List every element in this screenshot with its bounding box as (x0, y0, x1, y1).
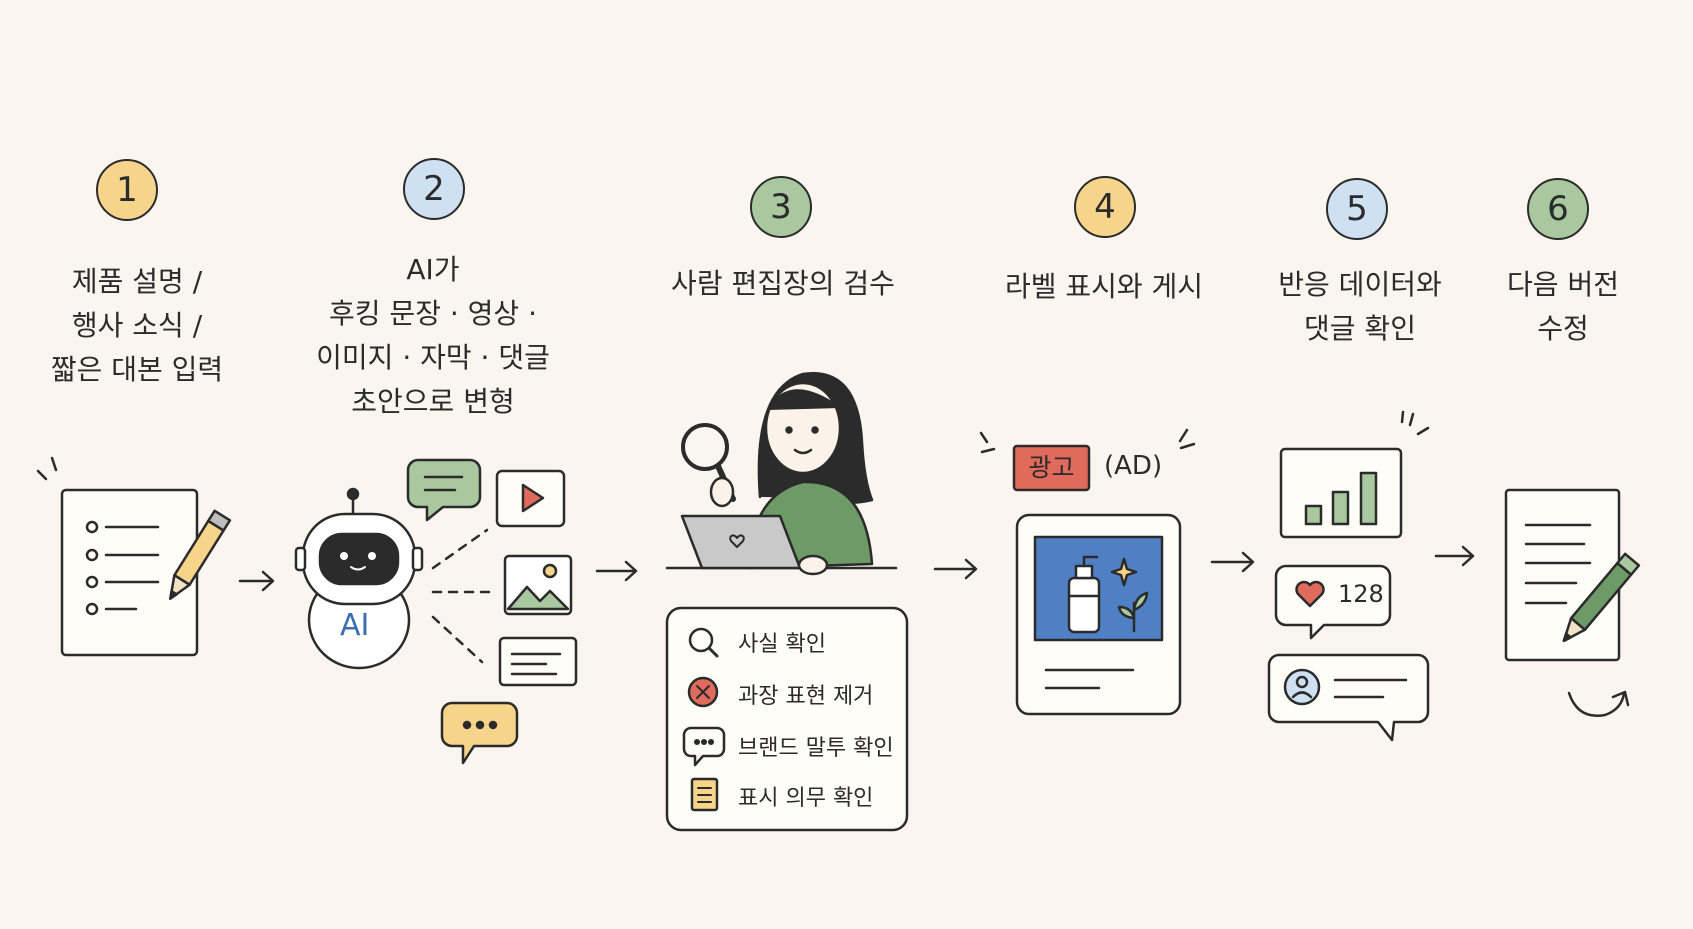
magnifier-icon (681, 423, 736, 508)
branch-lines (431, 528, 492, 664)
checklist-item-brand-tone: 브랜드 말투 확인 (738, 736, 894, 761)
step-1-number: 1 (96, 159, 158, 221)
step-6-number: 6 (1527, 178, 1589, 240)
checklist-item-fact-check: 사실 확인 (738, 632, 826, 657)
ad-badge-box (1012, 444, 1091, 492)
ad-badge: 광고 (1028, 453, 1075, 482)
human-editor-icon (746, 371, 874, 570)
step-5-title: 반응 데이터와 댓글 확인 (1278, 268, 1442, 345)
magnifier-icon (688, 627, 719, 658)
step-3-number: 3 (750, 176, 812, 238)
arrow-3-to-4 (933, 558, 978, 580)
checklist-item-remove-exaggeration: 과장 표현 제거 (738, 684, 874, 709)
arrow-1-to-2 (238, 570, 275, 592)
lotion-bottle-icon (1067, 555, 1101, 634)
laptop-icon (665, 514, 898, 576)
update-arrow-icon (1567, 690, 1630, 717)
arrow-4-to-5 (1210, 551, 1255, 573)
comment-card (1267, 653, 1430, 742)
spark-lines (1400, 410, 1430, 436)
robot-ai-label: AI (340, 608, 370, 643)
step-4-number: 4 (1074, 176, 1136, 238)
sparkle-icon (1110, 557, 1138, 587)
likes-bubble (1274, 564, 1392, 640)
speech-bubble-icon (682, 726, 726, 767)
spark-lines (979, 428, 1196, 454)
checklist-item-disclosure: 표시 의무 확인 (738, 786, 874, 811)
step-5-number: 5 (1326, 178, 1388, 240)
step-2-number: 2 (403, 158, 465, 220)
bar-chart-icon (1279, 447, 1403, 539)
ad-badge-english: (AD) (1104, 451, 1163, 481)
comment-bubble-icon (440, 701, 519, 765)
heart-icon (1295, 580, 1325, 608)
ai-robot-icon (294, 487, 424, 670)
plant-icon (1117, 591, 1149, 633)
input-document-icon (36, 456, 199, 657)
image-icon (503, 554, 573, 616)
video-play-icon (495, 469, 566, 528)
pencil-icon (169, 509, 232, 600)
document-icon (690, 777, 719, 812)
arrow-5-to-6 (1434, 545, 1475, 567)
subtitle-caption-icon (498, 636, 578, 687)
review-checklist-box (665, 606, 909, 832)
arrow-2-to-3 (595, 560, 638, 582)
step-4-title: 라벨 표시와 게시 (1004, 270, 1204, 303)
step-3-title: 사람 편집장의 검수 (671, 267, 895, 300)
revision-document-icon (1504, 488, 1621, 662)
like-count: 128 (1338, 580, 1384, 608)
step-2-title: AI가 후킹 문장 · 영상 · 이미지 · 자막 · 댓글 초안으로 변형 (316, 253, 550, 418)
step-1-title: 제품 설명 / 행사 소식 / 짧은 대본 입력 (50, 265, 224, 386)
step-6-title: 다음 버전 수정 (1507, 268, 1619, 345)
chat-bubble-icon (406, 458, 482, 522)
x-circle-icon (687, 676, 719, 708)
pencil-icon (1562, 552, 1641, 643)
